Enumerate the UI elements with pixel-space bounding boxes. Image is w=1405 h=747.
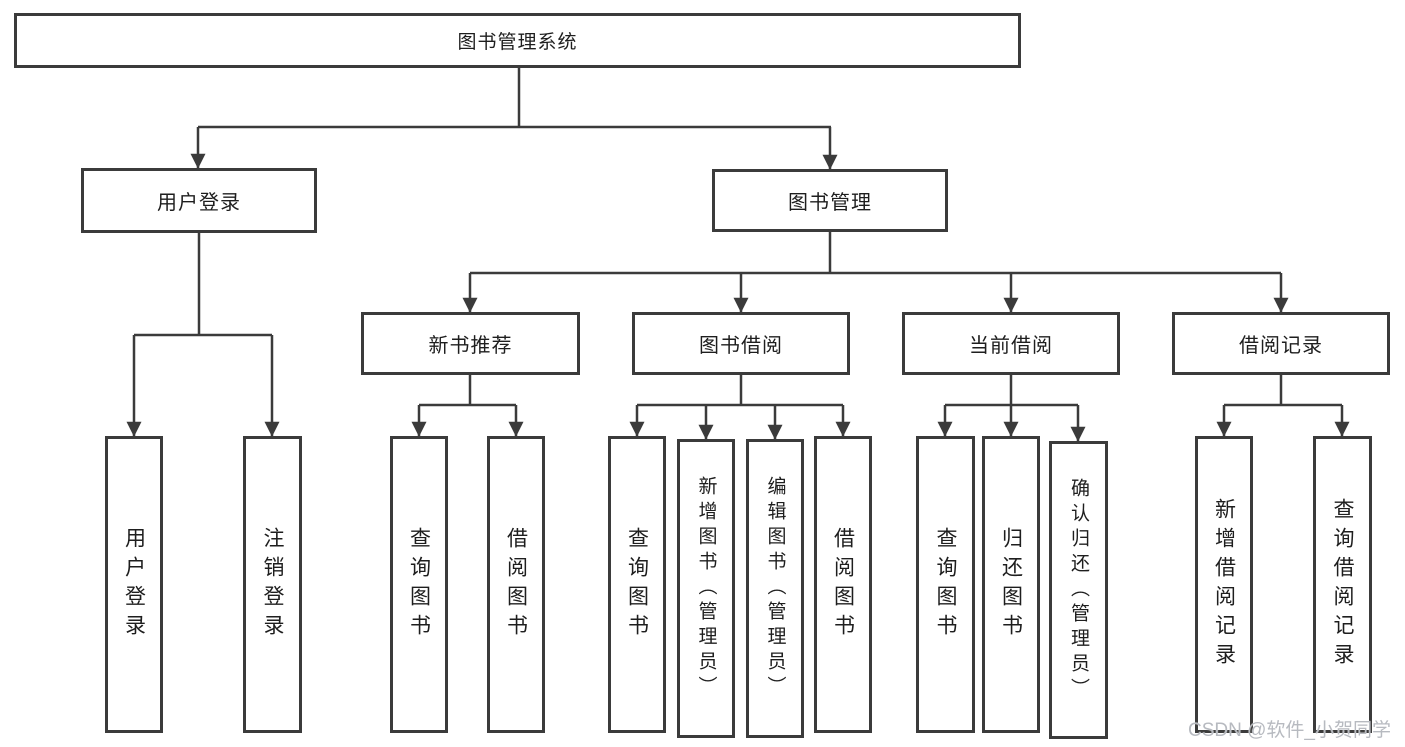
leaf-user-login: 用户登录 (105, 436, 163, 733)
leaf-records-add-record: 新增借阅记录 (1195, 436, 1253, 733)
node-book-borrowing: 图书借阅 (632, 312, 850, 375)
leaf-current-return-books: 归还图书 (982, 436, 1040, 733)
node-user-login: 用户登录 (81, 168, 317, 233)
node-root: 图书管理系统 (14, 13, 1021, 68)
leaf-borrowing-query-books: 查询图书 (608, 436, 666, 733)
node-book-management: 图书管理 (712, 169, 948, 232)
leaf-recommend-query-books: 查询图书 (390, 436, 448, 733)
leaf-recommend-borrow-books: 借阅图书 (487, 436, 545, 733)
node-new-book-recommend: 新书推荐 (361, 312, 580, 375)
leaf-borrowing-add-books-admin: 新增图书（管理员） (677, 439, 735, 738)
leaf-records-query-record: 查询借阅记录 (1313, 436, 1372, 733)
leaf-borrowing-borrow-books: 借阅图书 (814, 436, 872, 733)
leaf-borrowing-edit-books-admin: 编辑图书（管理员） (746, 439, 804, 738)
leaf-current-confirm-return-admin: 确认归还（管理员） (1049, 441, 1108, 739)
leaf-current-query-books: 查询图书 (916, 436, 975, 733)
node-current-borrowing: 当前借阅 (902, 312, 1120, 375)
csdn-watermark: CSDN @软件_小贺同学 (1188, 720, 1391, 741)
leaf-logout: 注销登录 (243, 436, 302, 733)
node-borrowing-records: 借阅记录 (1172, 312, 1390, 375)
